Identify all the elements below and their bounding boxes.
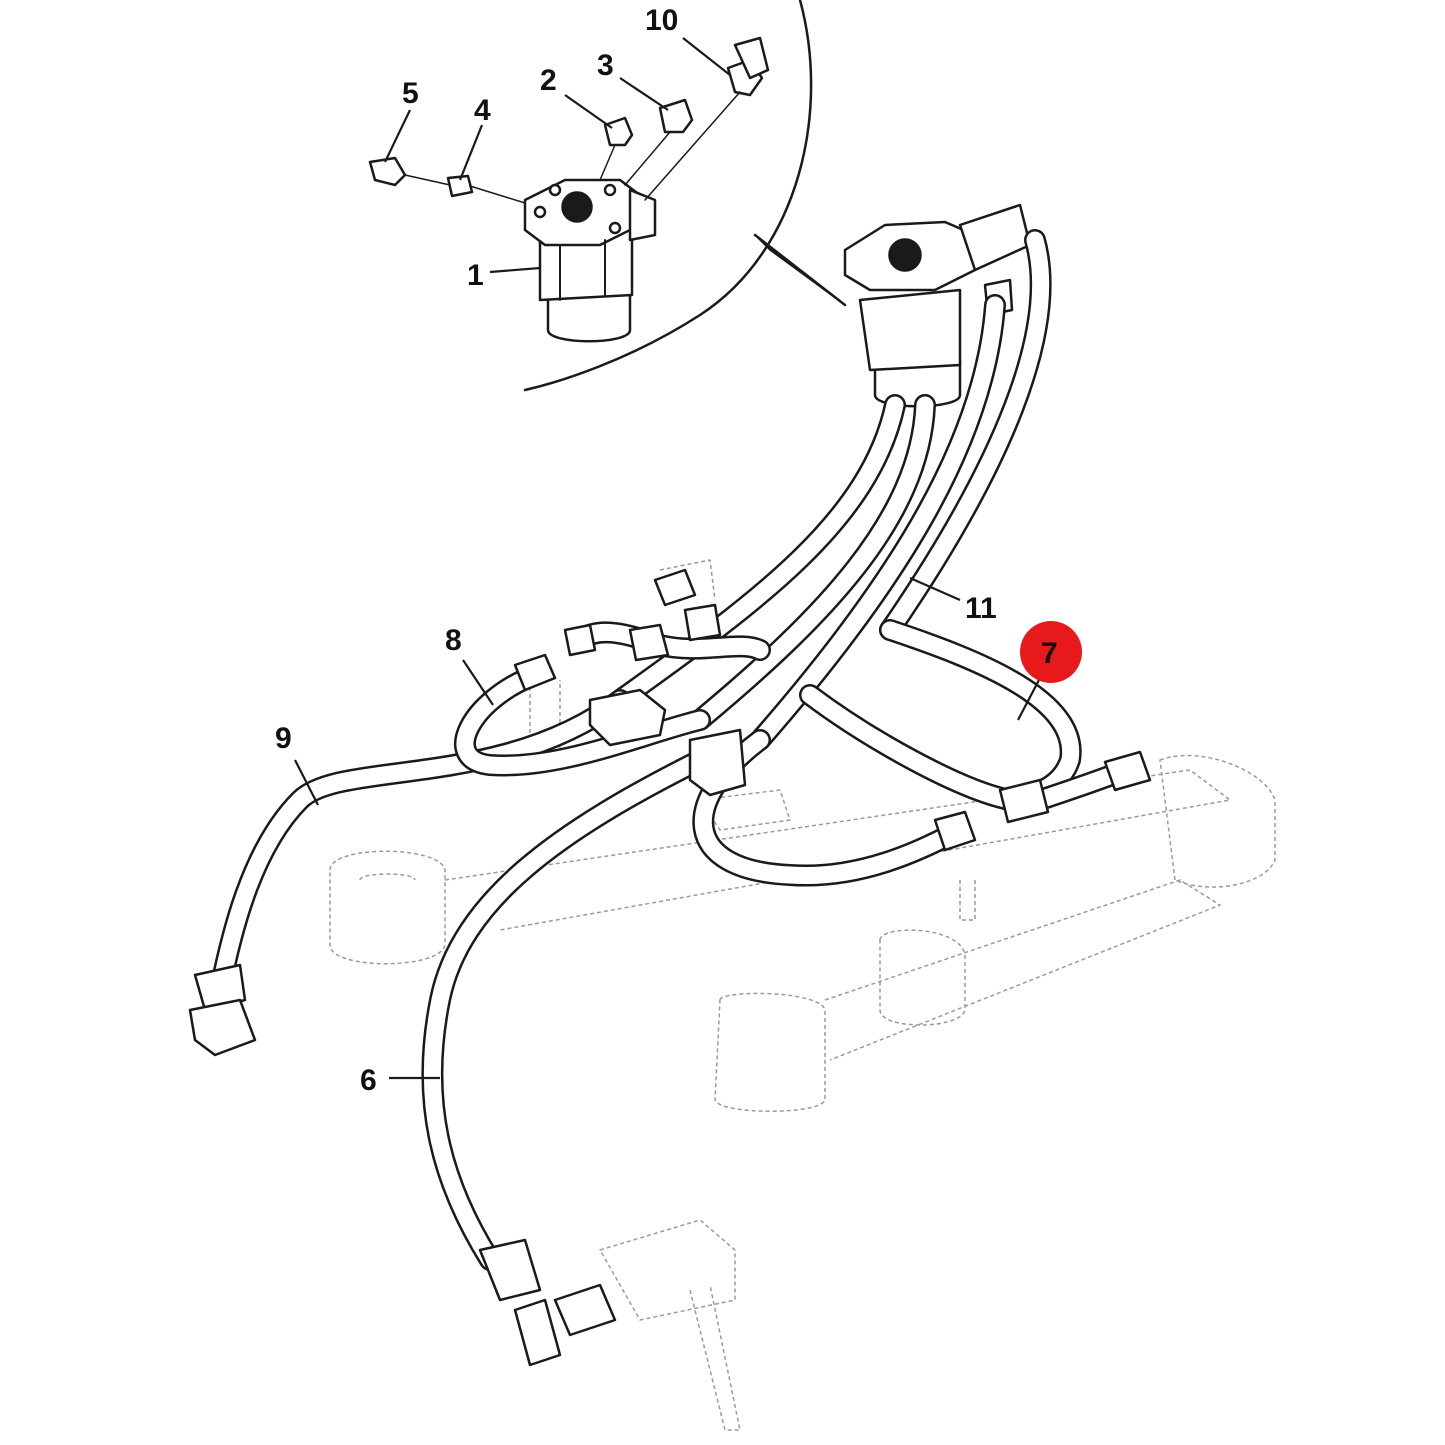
callout-8: 8 [445,624,462,657]
fitting-10 [726,36,770,97]
callout-6: 6 [360,1064,377,1097]
fittings [188,568,1152,1367]
callout-10: 10 [645,4,678,37]
inset-detail [368,0,847,392]
steering-valve-detail [523,178,657,343]
callouts: 1 2 3 4 5 6 7 8 9 10 11 [275,4,1082,1097]
hoses [209,229,1136,1271]
fitting-2 [603,116,634,147]
callout-7-highlight-marker [1020,621,1082,683]
callout-7: 7 [1041,637,1058,670]
fitting-5 [368,156,407,187]
callout-9: 9 [275,722,292,755]
callout-4: 4 [474,94,491,127]
leader-lines [294,37,1041,1080]
fitting-3 [658,98,694,134]
steering-cylinder-ghost [329,559,1276,1431]
callout-11: 11 [965,592,997,625]
callout-1: 1 [467,259,484,292]
callout-5: 5 [402,77,419,110]
callout-3: 3 [597,49,614,82]
callout-2: 2 [540,64,557,97]
